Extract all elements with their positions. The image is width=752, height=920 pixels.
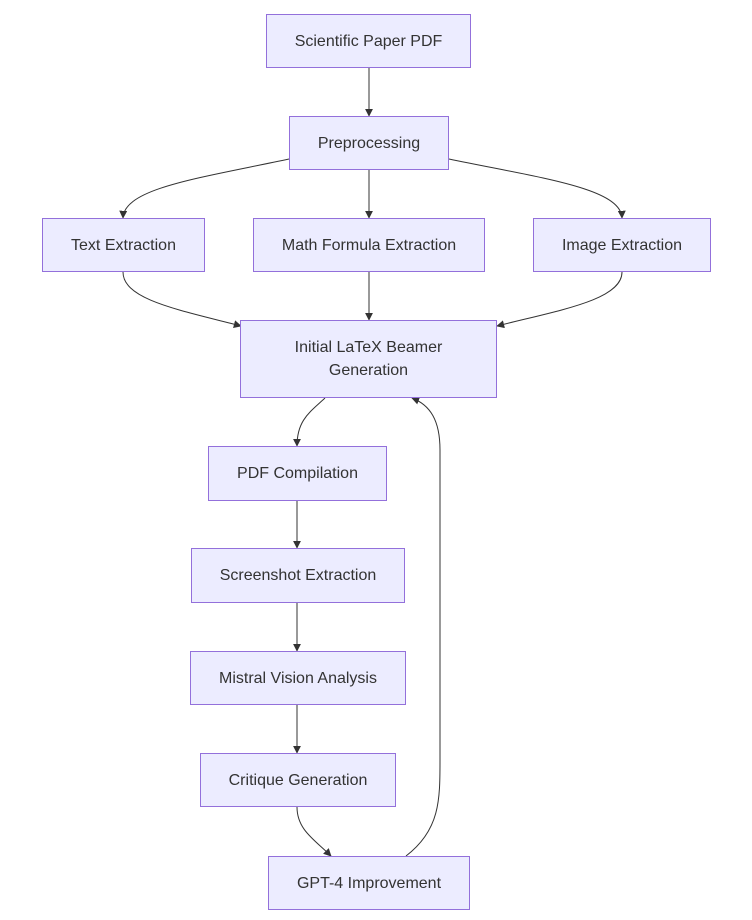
node-label: PDF Compilation <box>237 465 358 482</box>
node-label: Math Formula Extraction <box>281 236 457 254</box>
node-label: GPT-4 Improvement <box>296 874 442 892</box>
edge-preprocessing-to-text <box>119 158 290 219</box>
node-label: Screenshot Extraction <box>219 567 377 584</box>
edge-preprocessing-to-image <box>448 158 626 219</box>
edge-initial-to-compile <box>293 397 326 447</box>
node-critique-generation: Critique Generation <box>200 753 396 807</box>
node-label: Image Extraction <box>561 236 683 254</box>
edge-critique-to-gpt4 <box>296 806 332 857</box>
node-scientific-paper-pdf: Scientific Paper PDF <box>266 14 471 68</box>
node-initial-latex-beamer-generation: Initial LaTeX Beamer Generation <box>240 320 497 398</box>
node-math-formula-extraction: Math Formula Extraction <box>253 218 485 272</box>
node-gpt-4-improvement: GPT-4 Improvement <box>268 856 470 910</box>
edge-image-to-initial <box>496 271 623 329</box>
node-label: Text Extraction <box>71 236 176 254</box>
node-label: Critique Generation <box>228 771 368 789</box>
node-text-extraction: Text Extraction <box>42 218 205 272</box>
node-image-extraction: Image Extraction <box>533 218 711 272</box>
node-label: Preprocessing <box>317 134 421 152</box>
node-label: Initial LaTeX Beamer Generation <box>294 339 443 379</box>
edge-gpt4-to-initial <box>405 396 441 857</box>
node-mistral-vision-analysis: Mistral Vision Analysis <box>190 651 406 705</box>
node-label: Scientific Paper PDF <box>294 32 443 50</box>
node-pdf-compilation: PDF Compilation <box>208 446 387 501</box>
node-screenshot-extraction: Screenshot Extraction <box>191 548 405 603</box>
node-preprocessing: Preprocessing <box>289 116 449 170</box>
node-label: Mistral Vision Analysis <box>219 669 377 687</box>
edge-text-to-initial <box>122 271 242 329</box>
